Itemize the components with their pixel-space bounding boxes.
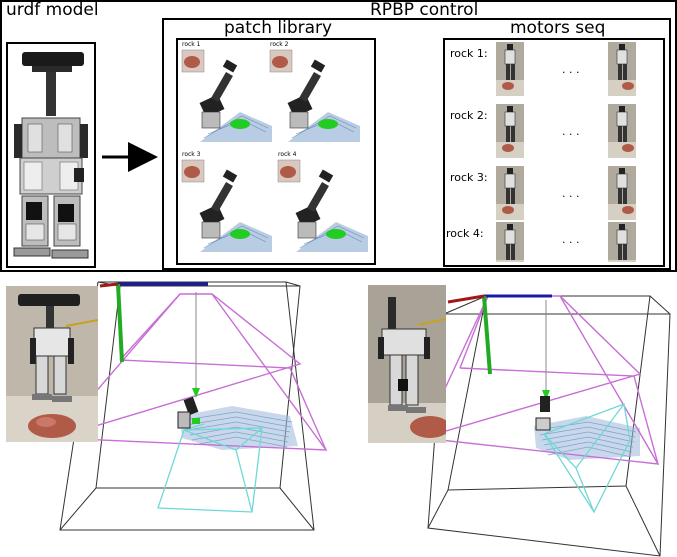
arm-link xyxy=(535,417,551,431)
motor-first-frame xyxy=(496,222,524,262)
visualization-left xyxy=(0,278,340,557)
patch-cell-4: rock 4 xyxy=(276,152,372,260)
robot-photo-right xyxy=(368,285,446,443)
bounding-box-edge xyxy=(649,295,671,315)
point-cloud-scanline xyxy=(183,411,293,423)
point-cloud-scanline xyxy=(545,441,633,453)
urdf-model-box xyxy=(6,42,96,268)
patch-library-title: patch library xyxy=(224,18,333,38)
patch-cell-2: rock 2 xyxy=(268,42,364,150)
urdf-title: urdf model xyxy=(6,0,99,20)
camera-frustum-edge xyxy=(420,295,642,440)
motor-first-frame xyxy=(496,104,524,158)
grasp-box-edge xyxy=(575,467,595,513)
motor-last-frame xyxy=(608,42,636,96)
bounding-box-back xyxy=(95,285,301,489)
patch-render xyxy=(269,49,360,142)
urdf-robot-render xyxy=(13,52,89,259)
patch-label: rock 4 xyxy=(278,151,297,158)
bounding-box-edge xyxy=(285,281,301,287)
arm-link xyxy=(192,418,200,424)
target-marker xyxy=(192,388,200,398)
bounding-box-edge xyxy=(427,489,449,529)
motor-row-label: rock 1: xyxy=(450,47,488,60)
motor-last-frame xyxy=(608,104,636,158)
grasp-box-edge xyxy=(235,449,253,513)
arm-link xyxy=(540,396,550,412)
motor-last-frame xyxy=(608,222,636,262)
point-cloud-scanline xyxy=(193,436,288,448)
point-cloud-scanline xyxy=(185,416,292,428)
bounding-box-edge xyxy=(59,487,97,531)
rpbp-title: RPBP control xyxy=(370,0,479,20)
grasp-box-edge xyxy=(543,403,631,514)
point-cloud-scanline xyxy=(539,426,636,438)
axis-z xyxy=(447,294,485,304)
motor-ellipsis: . . . xyxy=(562,233,580,246)
axis-z xyxy=(99,282,119,288)
bounding-box-edge xyxy=(279,487,315,531)
camera-frustum-edge xyxy=(119,293,181,361)
arm-link xyxy=(177,411,191,429)
motor-ellipsis: . . . xyxy=(562,125,580,138)
point-cloud-scanline xyxy=(189,426,290,438)
point-cloud-scanline xyxy=(541,431,635,443)
bounding-box-edge xyxy=(443,295,487,315)
patch-cell-3: rock 3 xyxy=(180,152,276,260)
axis-y xyxy=(116,283,124,363)
point-cloud-scanline xyxy=(191,431,289,443)
patch-label: rock 3 xyxy=(182,151,201,158)
target-marker xyxy=(542,390,550,400)
grasp-box-edge xyxy=(183,423,205,431)
patch-cell-1: rock 1 xyxy=(180,42,276,150)
point-cloud-scanline xyxy=(187,421,291,433)
robot-photo-left xyxy=(6,286,98,442)
axis-y xyxy=(482,295,492,375)
patch-label: rock 2 xyxy=(270,41,289,48)
point-cloud-scanline xyxy=(543,436,634,448)
motors-seq-title: motors seq xyxy=(510,18,606,38)
patch-render xyxy=(277,159,368,252)
camera-frustum-edge xyxy=(459,367,659,465)
motor-first-frame xyxy=(496,166,524,220)
arm-link xyxy=(183,396,199,416)
camera-frustum-edge xyxy=(119,359,327,451)
motor-first-frame xyxy=(496,42,524,96)
bounding-box-edge xyxy=(625,485,661,557)
motor-row-label: rock 3: xyxy=(450,171,488,184)
motor-ellipsis: . . . xyxy=(562,187,580,200)
patch-label: rock 1 xyxy=(182,41,201,48)
motor-row-label: rock 2: xyxy=(450,109,488,122)
patch-render xyxy=(181,49,272,142)
patch-render xyxy=(181,159,272,252)
motor-row-label: rock 4: xyxy=(446,227,484,240)
motor-ellipsis: . . . xyxy=(562,63,580,76)
motor-last-frame xyxy=(608,166,636,220)
point-cloud-scanline xyxy=(537,421,637,433)
